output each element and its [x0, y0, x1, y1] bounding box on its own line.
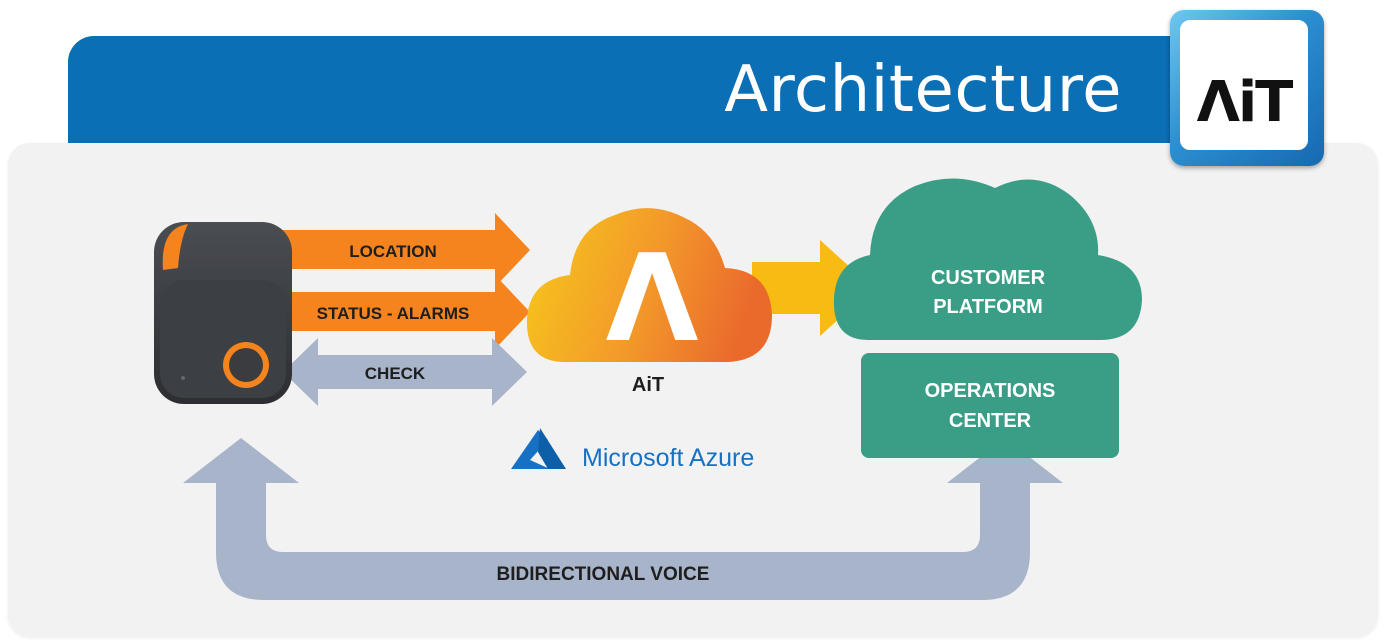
operations-center-line1: OPERATIONS [925, 380, 1056, 402]
operations-center-line2: CENTER [949, 410, 1032, 432]
check-label: CHECK [365, 364, 426, 383]
ait-logo-inner: ΛiT [1180, 20, 1308, 150]
azure-label: Microsoft Azure [582, 444, 754, 472]
location-arrow [270, 213, 530, 287]
check-arrow [283, 338, 527, 406]
ait-cloud-glyph: Λ [606, 230, 699, 369]
customer-platform-cloud [833, 178, 1142, 340]
customer-platform-line1: CUSTOMER [931, 267, 1046, 289]
tracker-device [154, 222, 292, 404]
bidirectional-voice-arrow [183, 438, 1063, 600]
status-alarms-label: STATUS - ALARMS [317, 304, 470, 323]
ait-label: AiT [632, 374, 664, 396]
azure-logo-icon [511, 428, 566, 469]
status-alarms-arrow [270, 275, 530, 349]
operations-center-box [861, 353, 1119, 458]
ait-cloud: Λ [526, 208, 772, 369]
header-band [68, 36, 1318, 154]
voice-label: BIDIRECTIONAL VOICE [497, 564, 710, 585]
ait-logo-icon: ΛiT [1170, 10, 1324, 166]
page-title: Architecture [724, 53, 1122, 127]
ait-logo-text: ΛiT [1196, 70, 1294, 135]
location-label: LOCATION [349, 242, 437, 261]
customer-platform-line2: PLATFORM [933, 296, 1043, 318]
